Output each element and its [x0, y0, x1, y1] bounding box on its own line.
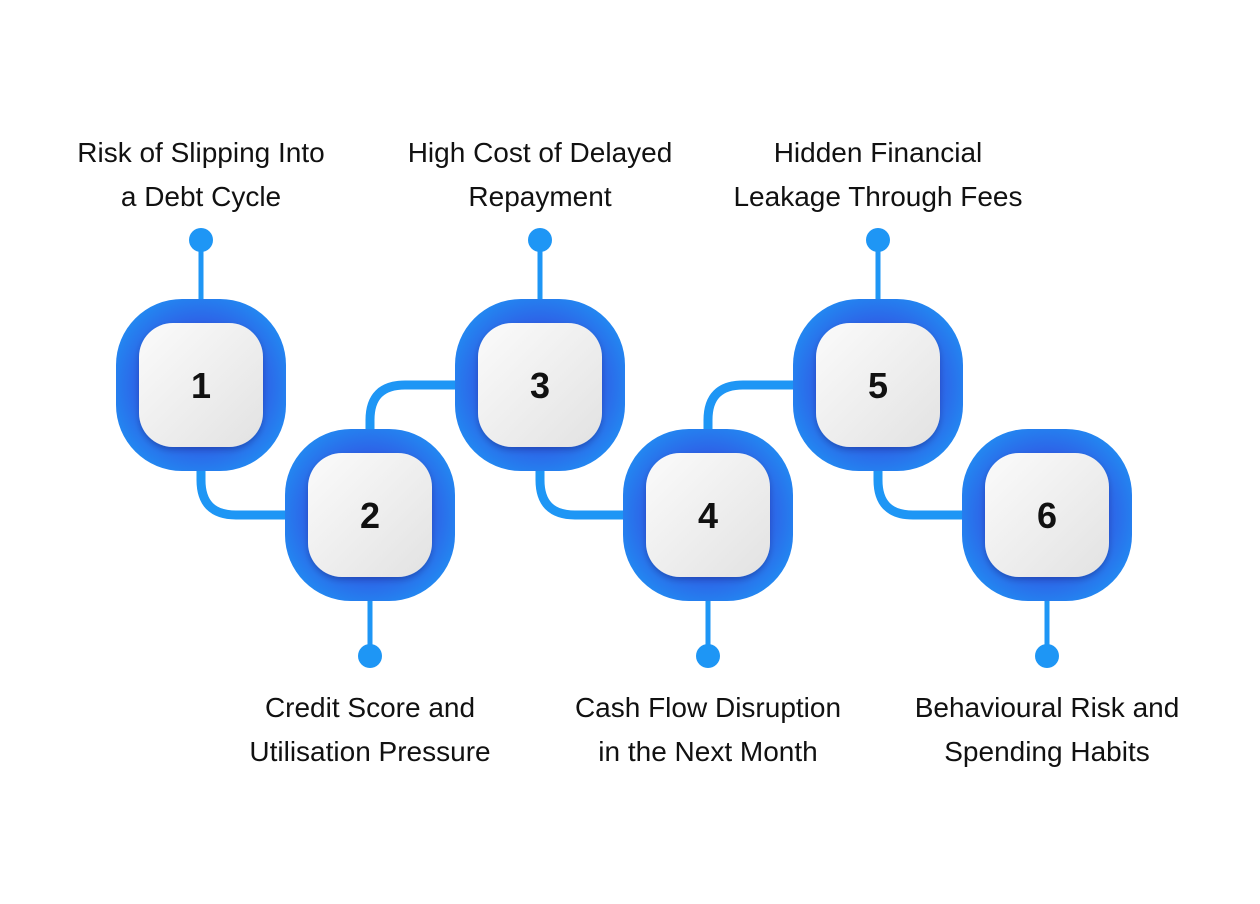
- step-label-line: Cash Flow Disruption: [574, 692, 842, 723]
- step-tile: [646, 453, 770, 577]
- step-tile: [308, 453, 432, 577]
- connectors-layer: [196, 380, 1052, 520]
- connector-line: [535, 420, 713, 520]
- step-label-line: in the Next Month: [598, 736, 818, 767]
- step-label-line: Behavioural Risk and: [914, 692, 1180, 723]
- step-label-line: Spending Habits: [944, 736, 1150, 767]
- step-number: 1: [191, 365, 211, 406]
- stem-dot: [1035, 644, 1059, 668]
- stems-layer: [189, 228, 1059, 668]
- step-label-line: a Debt Cycle: [120, 181, 282, 212]
- nodes-layer: 1 2 3 4 5 6: [116, 299, 1132, 601]
- step-number: 5: [868, 365, 888, 406]
- step-tile: [478, 323, 602, 447]
- step-label-line: Leakage Through Fees: [733, 181, 1023, 212]
- stem-dot: [189, 228, 213, 252]
- step-number: 6: [1037, 495, 1057, 536]
- step-tile: [139, 323, 263, 447]
- step-node-4: 4: [623, 429, 793, 601]
- stem-dot: [866, 228, 890, 252]
- connector-line: [196, 420, 375, 520]
- connector-line: [703, 380, 883, 480]
- step-label-line: Risk of Slipping Into: [77, 137, 325, 168]
- step-node-3: 3: [455, 299, 625, 471]
- step-tile: [816, 323, 940, 447]
- connector-line: [873, 420, 1052, 520]
- connector-line: [365, 380, 545, 480]
- step-label-line: Hidden Financial: [773, 137, 983, 168]
- stem-dot: [358, 644, 382, 668]
- stem-dot: [528, 228, 552, 252]
- step-label-1: Risk of Slipping Into a Debt Cycle: [41, 131, 361, 219]
- step-label-4: Cash Flow Disruption in the Next Month: [548, 686, 868, 774]
- step-number: 4: [698, 495, 718, 536]
- step-label-line: Utilisation Pressure: [249, 736, 491, 767]
- step-node-2: 2: [285, 429, 455, 601]
- stem-dot: [696, 644, 720, 668]
- step-label-line: Credit Score and: [264, 692, 476, 723]
- step-label-line: Repayment: [468, 181, 612, 212]
- step-tile: [985, 453, 1109, 577]
- step-label-line: High Cost of Delayed: [407, 137, 673, 168]
- step-number: 2: [360, 495, 380, 536]
- step-node-5: 5: [793, 299, 963, 471]
- step-number: 3: [530, 365, 550, 406]
- step-node-1: 1: [116, 299, 286, 471]
- step-node-6: 6: [962, 429, 1132, 601]
